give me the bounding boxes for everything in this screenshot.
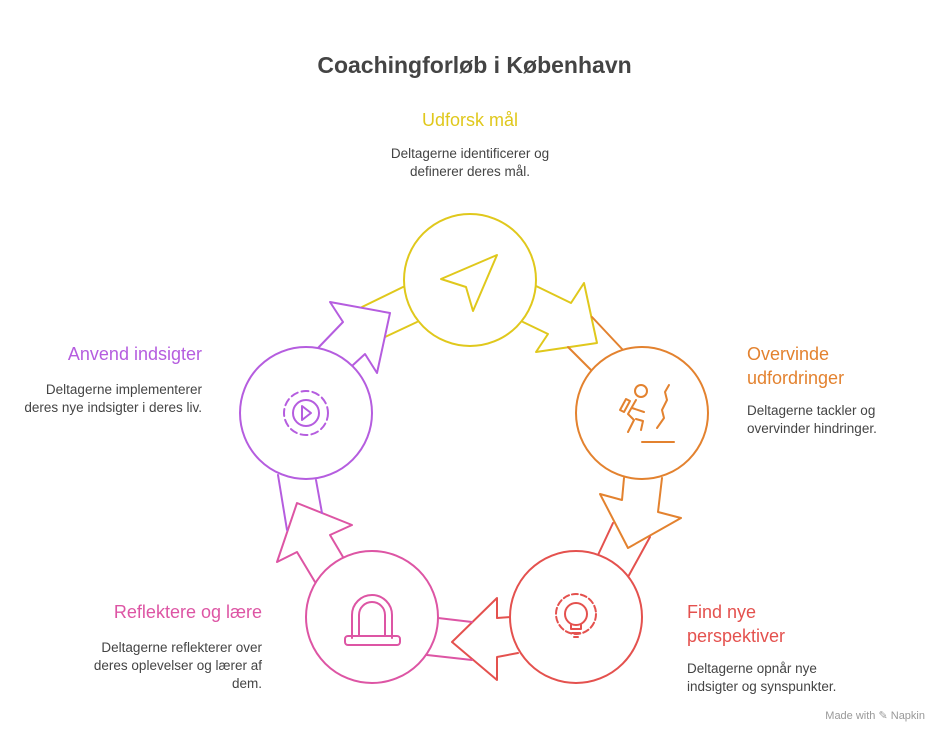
portal-icon — [344, 594, 401, 646]
step-circle-5 — [239, 346, 373, 480]
step-title-2: Overvinde udfordringer — [747, 344, 845, 388]
arrow-orange — [567, 316, 682, 549]
step-circle-2 — [575, 346, 709, 480]
step-title-3: Find nye perspektiver — [687, 602, 786, 646]
step-desc-3: Deltagerne opnår nye indsigter og synspu… — [687, 661, 837, 694]
step-title-5: Anvend indsigter — [67, 344, 202, 364]
page-title: Coachingforløb i København — [317, 52, 632, 78]
lightbulb-gear-icon — [555, 593, 597, 638]
step-desc-2: Deltagerne tackler og overvinder hindrin… — [747, 403, 877, 436]
navigation-arrow-icon — [440, 254, 498, 312]
step-desc-1: Deltagerne identificerer og definerer de… — [390, 146, 550, 179]
arrow-yellow — [361, 282, 598, 353]
napkin-credit[interactable]: Made with ✎ Napkin — [825, 710, 925, 722]
step-circle-4 — [305, 550, 439, 684]
arrow-purple — [277, 301, 391, 531]
step-circle-3 — [509, 550, 643, 684]
step-title-4: Reflektere og lære — [113, 602, 262, 622]
arrow-red — [451, 522, 651, 681]
step-circle-1 — [403, 213, 537, 347]
arrow-pink — [276, 502, 473, 661]
step-title-1: Udforsk mål — [421, 110, 519, 130]
gear-play-icon — [283, 390, 329, 436]
step-desc-5: Deltagerne implementerer deres nye indsi… — [24, 382, 202, 415]
climber-icon — [619, 384, 675, 443]
step-desc-4: Deltagerne reflekterer over deres opleve… — [93, 640, 262, 691]
